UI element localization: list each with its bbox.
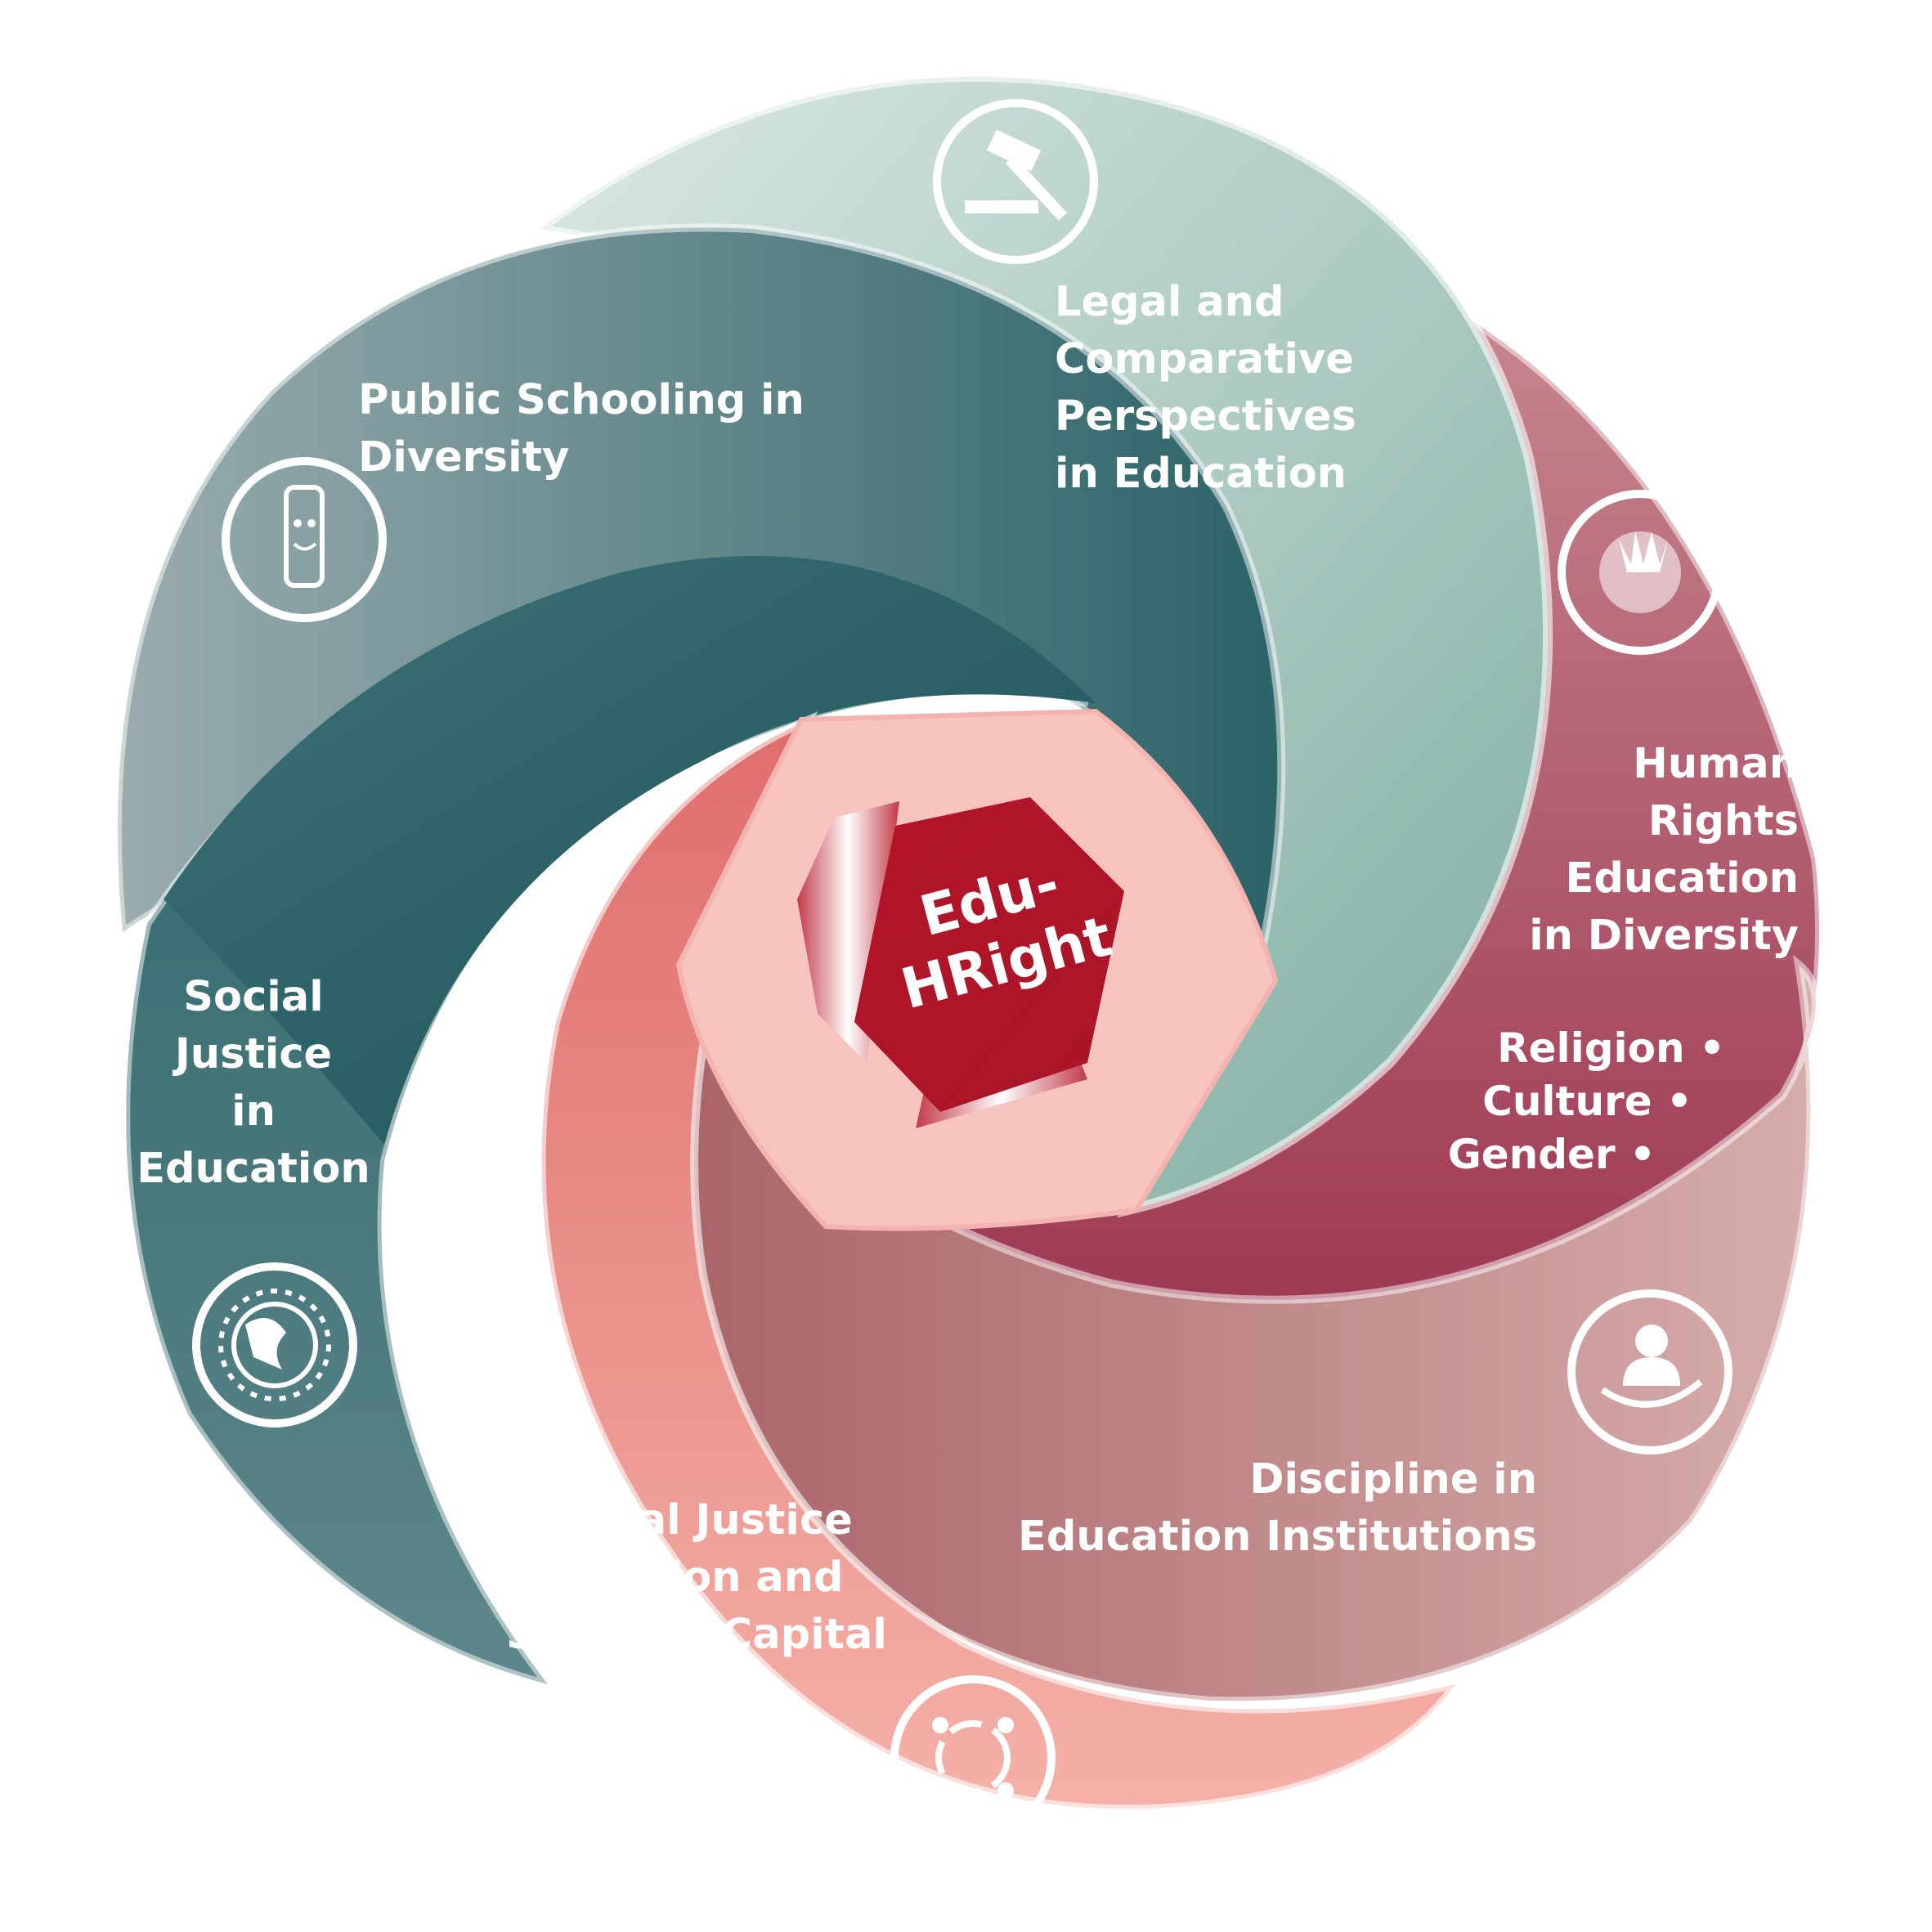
pencil-character-icon xyxy=(222,457,387,622)
petal-religion xyxy=(537,711,1465,1813)
globe-people-icon xyxy=(192,1262,357,1428)
center-badge xyxy=(797,797,1124,1128)
hand-burst-icon xyxy=(1558,490,1723,655)
gavel-icon xyxy=(933,99,1098,264)
person-in-hand-icon xyxy=(1567,1289,1733,1455)
swirl-dark xyxy=(164,556,1096,1145)
circle-people-icon xyxy=(890,1675,1056,1840)
